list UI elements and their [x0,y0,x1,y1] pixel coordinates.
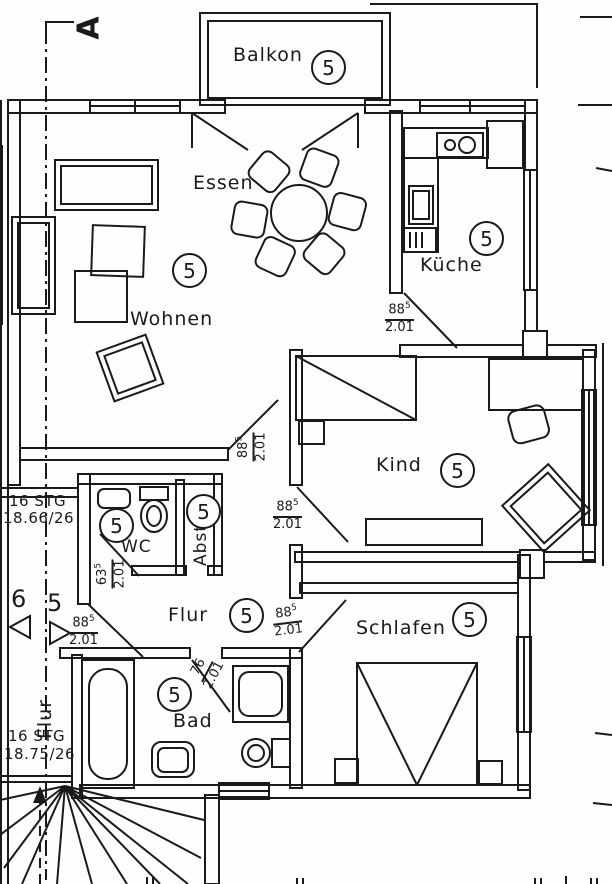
essen-label: Essen [193,172,254,194]
balcony-door [191,112,359,151]
wohnen-label: Wohnen [130,308,214,330]
stairs-upper-dim: 18.66/26 [3,509,75,527]
unit-badge-wohnen: 5 [172,253,207,288]
abst-label: Abst [191,524,211,566]
kind-bed [295,355,417,421]
balkon-label: Balkon [233,44,303,66]
stove [403,227,437,253]
unit-badge-kind: 5 [440,453,475,488]
entrance-door-leaf [87,603,144,658]
flur-label: Flur [168,604,209,626]
dim-entrance-door: 885 2.01 [69,614,98,648]
unit-badge-balkon: 5 [311,50,346,85]
nightstand [334,758,359,784]
unit-badge-flur: 5 [229,598,264,633]
dim-wohnen-door: 885 2.01 [234,432,269,462]
double-bed [356,662,478,786]
floor-marker-6: 6 [11,585,27,613]
nightstand [298,420,325,445]
unit-badge-wc: 5 [99,508,134,543]
dim-wc-door: 635 2.01 [93,559,128,589]
floor-marker-5: 5 [47,589,63,617]
marker-triangle-right [49,620,73,646]
section-marker-a: A [71,16,107,40]
chair [254,236,296,278]
kitchen-tall-unit [486,120,524,169]
wc-toilet [139,486,169,533]
winder-stairs [0,785,205,884]
stairs-upper-steps: 16 STG [9,492,67,510]
desk [488,358,584,411]
armchair-2 [74,270,128,323]
kind-door-leaf [296,486,349,543]
oven [408,185,434,225]
bad-toilet [241,738,291,768]
sofa-horizontal [54,159,159,211]
play-table [500,462,592,554]
marker-triangle-left [7,614,31,640]
stairs-lower-steps: 16 STG [8,727,66,745]
adjacent-wall-line [370,3,538,88]
balcony-outline [199,12,391,106]
kitchen-sink [436,132,484,158]
dim-kueche-door: 885 2.01 [385,301,414,335]
wc-door-leaf [99,533,140,577]
bad-label: Bad [173,710,213,732]
kind-label: Kind [376,454,422,476]
wc-sink [97,488,131,509]
chair [247,150,291,194]
wohnen-door-leaf [227,399,279,451]
stair-arrow [33,786,47,803]
kind-shelf [365,518,483,546]
schlafen-door-leaf [298,599,347,653]
wc-label: WC [121,537,152,557]
kueche-label: Küche [420,254,483,276]
bad-door-leaf [191,659,231,713]
shower [232,665,289,723]
unit-badge-bad: 5 [157,677,192,712]
chair [230,200,269,239]
desk-chair [507,404,550,445]
armchair-1 [90,224,146,278]
sofa-vertical [11,216,56,315]
chair [327,191,367,232]
coffee-table [95,333,165,403]
dim-schlafen-door: 885 2.01 [271,602,304,640]
bad-sink [151,741,195,778]
nightstand [478,760,503,785]
unit-badge-kueche: 5 [469,221,504,256]
unit-badge-schlafen: 5 [452,602,487,637]
dining-table [270,184,328,242]
chair [299,147,340,188]
stairs-lower-dim: 18.75/26 [4,745,76,763]
chair [302,232,346,276]
dim-kind-door: 885 2.01 [273,498,302,532]
schlafen-label: Schlafen [356,617,446,639]
unit-badge-abst: 5 [186,494,221,529]
kueche-door-leaf [403,292,458,349]
bathtub [81,659,135,789]
